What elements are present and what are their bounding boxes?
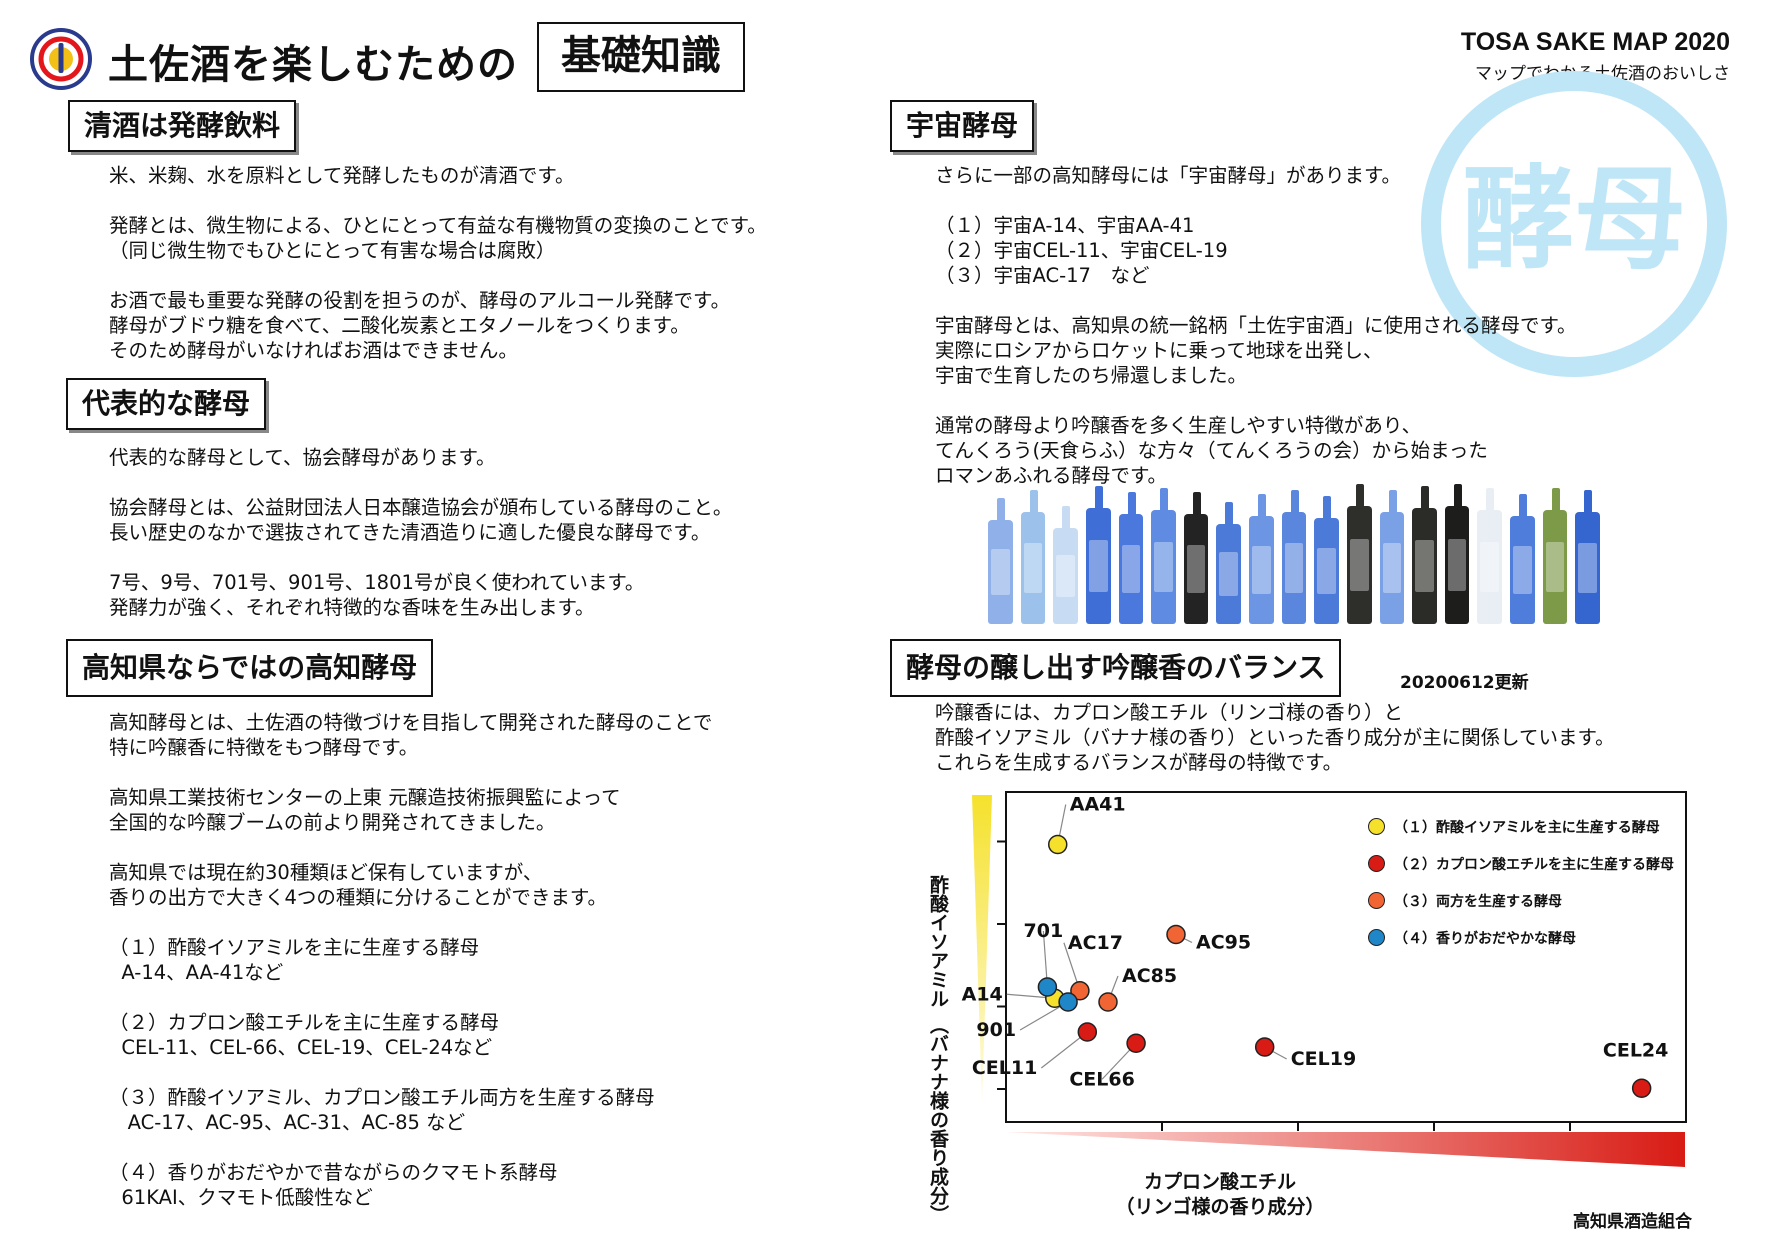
point-label-cel19: CEL19 — [1291, 1048, 1356, 1070]
sake-bottle — [1477, 488, 1502, 624]
x-axis-gradient-arrow — [1006, 1132, 1685, 1167]
point-label-701: 701 — [1024, 920, 1064, 942]
section-heading-daihyo: 代表的な酵母 — [66, 378, 267, 430]
sake-bottle — [1216, 502, 1241, 624]
legend-swatch — [1368, 892, 1385, 909]
plot-area — [1005, 791, 1687, 1123]
chart-y-axis-label: 酢酸イソアミル （バナナ様の香り成分） — [927, 875, 949, 1224]
page-title-box: 基礎知識 — [537, 22, 745, 92]
section-body-kochi: 高知酵母とは、土佐酒の特徴づけを目指して開発された酵母のことで 特に吟醸香に特徴… — [109, 711, 713, 1209]
sake-bottle — [1151, 488, 1176, 624]
section-body-balance: 吟醸香には、カプロン酸エチル（リンゴ様の香り）と 酢酸イソアミル（バナナ様の香り… — [935, 701, 1615, 774]
section-heading-seishu: 清酒は発酵飲料 — [68, 100, 297, 152]
sake-bottle — [1444, 484, 1470, 624]
update-date: 20200612更新 — [1400, 673, 1529, 693]
brand-title: TOSA SAKE MAP 2020 — [1460, 28, 1730, 56]
sake-bottle — [988, 498, 1013, 624]
data-point-cel24 — [1631, 1078, 1652, 1098]
page-title: 土佐酒を楽しむための — [108, 42, 518, 88]
sake-bottle — [1020, 490, 1046, 624]
legend-swatch — [1368, 818, 1385, 835]
sake-bottle — [1346, 484, 1372, 624]
sake-bottle — [1379, 490, 1405, 624]
legend-label: （１）酢酸イソアミルを主に生産する酵母 — [1394, 819, 1660, 836]
y-axis-gradient-arrow — [972, 795, 992, 1102]
section-body-daihyo: 代表的な酵母として、協会酵母があります。 協会酵母とは、公益財団法人日本醸造協会… — [109, 446, 733, 619]
sake-bottle — [1510, 494, 1535, 624]
sake-bottle — [1542, 488, 1568, 624]
sake-association-logo-icon — [30, 28, 92, 90]
sake-bottle — [1118, 492, 1144, 624]
point-label-ac95: AC95 — [1196, 932, 1251, 954]
point-label-cel66: CEL66 — [1069, 1068, 1134, 1090]
legend-swatch — [1368, 929, 1385, 946]
legend-item: （１）酢酸イソアミルを主に生産する酵母 — [1368, 808, 1674, 845]
sake-bottle — [1249, 494, 1274, 624]
stamp-text: 酵母 — [1462, 155, 1686, 285]
data-point-cel11 — [1077, 1022, 1098, 1042]
axis-ticks — [997, 840, 1571, 1131]
data-point-aa41 — [1047, 834, 1068, 855]
data-point-cel19 — [1254, 1037, 1275, 1057]
section-heading-balance: 酵母の醸し出す吟醸香のバランス — [890, 639, 1342, 697]
chart-legend: （１）酢酸イソアミルを主に生産する酵母 （２）カプロン酸エチルを主に生産する酵母 （… — [1368, 808, 1674, 956]
section-heading-kochi: 高知県ならではの高知酵母 — [66, 639, 434, 697]
sake-bottle — [1575, 490, 1600, 624]
sake-bottle — [1314, 496, 1339, 624]
sake-bottles-photo — [988, 484, 1600, 624]
sake-bottle — [1412, 486, 1437, 624]
legend-label: （４）香りがおだやかな酵母 — [1394, 930, 1576, 947]
point-label-ac85: AC85 — [1122, 965, 1177, 987]
data-point-ac17 — [1070, 981, 1090, 1001]
data-points — [1037, 834, 1652, 1098]
legend-label: （３）両方を生産する酵母 — [1394, 893, 1562, 910]
yeast-stamp-watermark: 酵母 — [1421, 71, 1727, 377]
point-label-cel24: CEL24 — [1603, 1039, 1668, 1061]
point-label-901: 901 — [976, 1019, 1016, 1041]
data-point-701 — [1037, 977, 1058, 997]
point-label-cel11: CEL11 — [972, 1057, 1037, 1079]
legend-item: （４）香りがおだやかな酵母 — [1368, 919, 1674, 956]
section-body-seishu: 米、米麹、水を原料として発酵したものが清酒です。 発酵とは、微生物による、ひとに… — [109, 164, 767, 362]
data-point-ac95 — [1166, 924, 1186, 945]
data-point-ac85 — [1098, 992, 1118, 1012]
data-point-cel66 — [1126, 1033, 1146, 1053]
sake-bottle — [1183, 492, 1209, 624]
legend-item: （２）カプロン酸エチルを主に生産する酵母 — [1368, 845, 1674, 882]
legend-swatch — [1368, 855, 1385, 872]
legend-label: （２）カプロン酸エチルを主に生産する酵母 — [1394, 856, 1674, 873]
legend-item: （３）両方を生産する酵母 — [1368, 882, 1674, 919]
sake-bottle — [1053, 506, 1078, 624]
point-label-aa41: AA41 — [1070, 794, 1126, 816]
point-label-a14: A14 — [962, 983, 1003, 1005]
chart-x-axis-label: カプロン酸エチル （リンゴ様の香り成分） — [1115, 1171, 1325, 1218]
sake-bottle — [1281, 490, 1307, 624]
point-label-ac17: AC17 — [1068, 932, 1123, 954]
data-point-901 — [1058, 992, 1078, 1012]
section-body-uchu: さらに一部の高知酵母には「宇宙酵母」があります。 （１）宇宙A-14、宇宙AA-… — [935, 164, 1577, 487]
section-heading-uchu: 宇宙酵母 — [890, 100, 1035, 152]
organization-name: 高知県酒造組合 — [1573, 1212, 1692, 1232]
sake-bottle — [1085, 486, 1111, 624]
